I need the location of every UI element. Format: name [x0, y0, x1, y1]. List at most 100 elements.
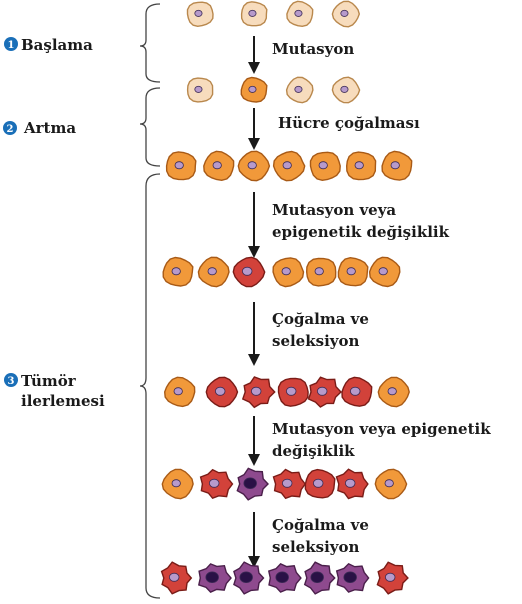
cell-mutant: [378, 377, 409, 406]
cell-purple: [269, 564, 301, 592]
cell-nucleus: [341, 10, 348, 16]
cell-mutant: [241, 78, 266, 103]
cell-red: [377, 562, 408, 594]
cell-purple: [237, 468, 268, 499]
cell-normal: [188, 78, 213, 102]
cell-nucleus: [313, 479, 323, 487]
cell-nucleus: [172, 480, 180, 487]
stage-1-badge: 1: [4, 37, 18, 51]
cell-purple: [337, 564, 369, 592]
cell-nucleus: [315, 268, 323, 275]
stage-2-badge: 2: [3, 121, 17, 135]
cell-purple: [234, 562, 264, 594]
cell-red: [233, 257, 264, 286]
stage-3-badge: 3: [4, 373, 18, 387]
cell-mutant: [204, 151, 234, 180]
cell-nucleus: [172, 268, 180, 275]
cell-mutant: [167, 152, 196, 180]
stage-bracket-3: [140, 174, 160, 598]
cell-nucleus: [319, 162, 327, 169]
cell-nucleus: [215, 387, 225, 395]
cell-red: [274, 470, 306, 499]
stage-bracket-1: [140, 4, 160, 82]
step-4-label-line-2: seleksiyon: [272, 332, 359, 350]
cell-nucleus: [213, 162, 221, 169]
cell-mutant: [311, 152, 341, 180]
cell-nucleus: [242, 267, 252, 275]
cell-nucleus: [355, 162, 363, 169]
cell-normal: [287, 77, 313, 102]
cell-red: [201, 470, 233, 499]
step-3-label-line-1: Mutasyon veya: [272, 201, 396, 219]
stage-1-label: Başlama: [21, 36, 93, 54]
cell-mutant: [307, 258, 336, 286]
svg-text:2: 2: [7, 124, 14, 135]
cell-red: [309, 377, 341, 407]
cell-mutant: [163, 258, 193, 287]
cell-nucleus: [347, 268, 355, 275]
step-5-label-line-1: Mutasyon veya epigenetik: [272, 420, 491, 438]
cell-red: [243, 377, 275, 407]
cell-nucleus: [208, 268, 216, 275]
cell-normal: [332, 1, 359, 27]
cell-nucleus: [311, 572, 324, 583]
cell-nucleus: [206, 572, 219, 583]
cell-nucleus: [341, 86, 348, 92]
cell-nucleus: [249, 10, 256, 16]
cell-red: [206, 377, 237, 406]
cell-nucleus: [175, 162, 183, 169]
svg-text:3: 3: [8, 376, 15, 387]
cell-mutant: [370, 257, 400, 286]
cell-nucleus: [379, 268, 387, 275]
stage-3-label-line-1: Tümör: [21, 372, 77, 390]
cell-nucleus: [295, 10, 302, 16]
cell-nucleus: [244, 478, 257, 489]
cell-nucleus: [209, 479, 219, 487]
cell-mutant: [273, 258, 303, 287]
cell-nucleus: [385, 573, 395, 581]
step-3-label-line-2: epigenetik değişiklik: [272, 223, 450, 241]
cell-mutant: [198, 257, 229, 286]
cell-normal: [188, 2, 214, 26]
cell-red: [342, 377, 372, 406]
cell-mutant: [238, 151, 269, 180]
stage-bracket-2: [140, 88, 160, 166]
cell-normal: [332, 77, 359, 103]
cell-red: [162, 562, 192, 594]
cell-nucleus: [388, 388, 396, 395]
cell-red: [305, 470, 334, 498]
cell-nucleus: [350, 387, 360, 395]
cell-red: [279, 378, 309, 406]
cell-nucleus: [249, 86, 256, 92]
cell-nucleus: [391, 162, 399, 169]
stage-3-label-line-2: ilerlemesi: [21, 392, 105, 410]
cell-nucleus: [317, 387, 327, 395]
cell-mutant: [274, 152, 305, 181]
cell-purple: [199, 564, 231, 592]
cell-normal: [287, 1, 313, 26]
cell-purple: [305, 562, 335, 594]
step-2-label: Hücre çoğalması: [278, 114, 420, 132]
cell-nucleus: [251, 387, 261, 395]
cell-mutant: [165, 377, 195, 406]
cell-mutant: [162, 469, 193, 498]
cell-nucleus: [286, 387, 296, 395]
cell-red: [337, 469, 368, 498]
cell-nucleus: [195, 10, 202, 16]
cell-nucleus: [276, 572, 289, 583]
cell-normal: [242, 2, 267, 26]
cell-nucleus: [174, 388, 182, 395]
cell-nucleus: [295, 86, 302, 92]
cell-nucleus: [385, 480, 393, 487]
step-1-label: Mutasyon: [272, 40, 354, 58]
cell-mutant: [382, 151, 412, 180]
step-6-label-line-2: seleksiyon: [272, 538, 359, 556]
cell-mutant: [347, 152, 376, 180]
step-5-label-line-2: değişiklik: [272, 442, 355, 460]
cell-nucleus: [195, 86, 202, 92]
step-4-label-line-1: Çoğalma ve: [272, 310, 369, 328]
step-6-label-line-1: Çoğalma ve: [272, 516, 369, 534]
cell-nucleus: [169, 573, 179, 581]
cell-nucleus: [248, 162, 256, 169]
